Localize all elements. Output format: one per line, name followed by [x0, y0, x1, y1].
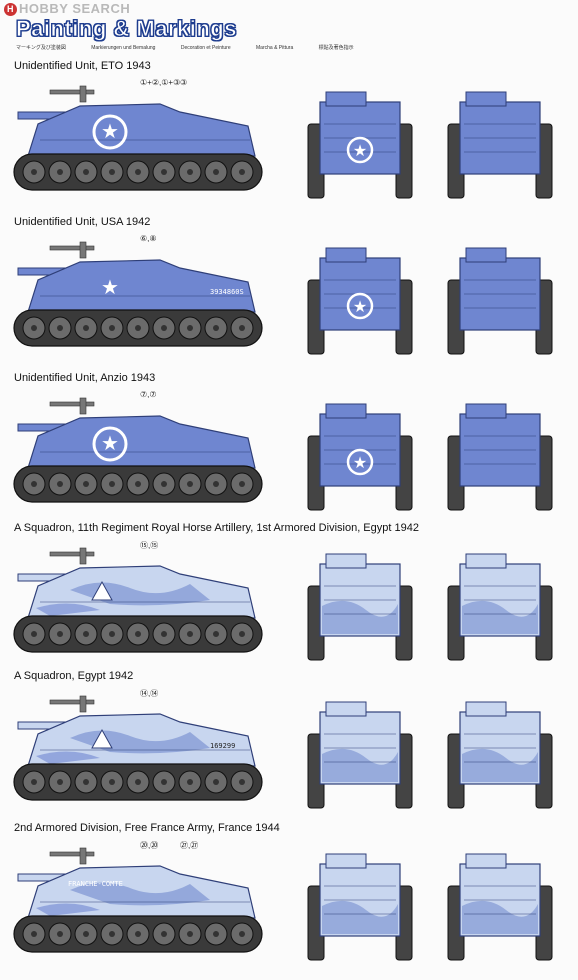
- unit-title-5: A Squadron, Egypt 1942: [14, 670, 134, 682]
- front-view-drawing: [307, 701, 413, 809]
- side-view-6: ⑳,⑳ ㉗,㉗ FRANCHE-COMTE: [10, 838, 272, 968]
- svg-text:★: ★: [101, 275, 119, 299]
- vehicle-serial: 3934860S: [210, 288, 244, 296]
- svg-text:★: ★: [353, 297, 367, 316]
- front-view-3: ★: [306, 396, 414, 516]
- rear-view-4: [446, 546, 554, 666]
- subtitle-cn: 標貼及著色指示: [318, 45, 354, 51]
- marking-callout: ⑭,⑭: [140, 689, 159, 698]
- front-view-drawing: [307, 853, 413, 961]
- rear-view-drawing: [447, 91, 553, 199]
- front-view-6: [306, 846, 414, 966]
- rear-view-drawing: [447, 403, 553, 511]
- marking-callout: ⑮,⑮: [140, 541, 159, 550]
- side-view-4: ⑮,⑮: [10, 538, 272, 668]
- subtitle-it: Marcha & Pittura: [256, 45, 294, 51]
- subtitle-jp: マーキング及び塗装図: [16, 45, 66, 51]
- unit-title-6: 2nd Armored Division, Free France Army, …: [14, 822, 280, 834]
- rear-view-drawing: [447, 701, 553, 809]
- front-view-drawing: ★: [307, 403, 413, 511]
- side-view-drawing: [13, 547, 263, 653]
- front-view-4: [306, 546, 414, 666]
- vehicle-serial: 169299: [210, 742, 236, 750]
- side-view-drawing: ★: [13, 241, 263, 347]
- front-view-1: ★: [306, 84, 414, 204]
- watermark-text: HOBBY SEARCH: [19, 1, 131, 16]
- marking-callout: ㉗,㉗: [180, 841, 199, 850]
- unit-title-3: Unidentified Unit, Anzio 1943: [14, 372, 156, 384]
- rear-view-2: [446, 240, 554, 360]
- side-view-drawing: ★: [13, 397, 263, 503]
- marking-callout: ①+②,①+③: [140, 78, 181, 87]
- svg-text:★: ★: [353, 453, 367, 472]
- page-title: Painting & Markings: [16, 16, 237, 42]
- marking-callout: ⑳,⑳: [140, 841, 159, 850]
- front-view-drawing: [307, 553, 413, 661]
- subtitle-fr: Decoration et Peinture: [180, 45, 231, 51]
- front-view-drawing: ★: [307, 247, 413, 355]
- front-view-drawing: ★: [307, 91, 413, 199]
- svg-text:★: ★: [101, 119, 119, 143]
- marking-callout: ⑦,⑦: [140, 390, 157, 399]
- marking-callout: ③: [180, 78, 188, 87]
- front-view-2: ★: [306, 240, 414, 360]
- hobby-search-logo-icon: H: [4, 3, 17, 16]
- side-view-5: ⑭,⑭ 169299: [10, 686, 272, 816]
- subtitle-de: Markierungen und Bemalung: [91, 45, 156, 51]
- unit-title-1: Unidentified Unit, ETO 1943: [14, 60, 151, 72]
- side-view-drawing: ★: [13, 85, 263, 191]
- vehicle-serial: FRANCHE-COMTE: [68, 880, 123, 888]
- rear-view-6: [446, 846, 554, 966]
- svg-text:★: ★: [353, 141, 367, 160]
- rear-view-drawing: [447, 247, 553, 355]
- unit-title-2: Unidentified Unit, USA 1942: [14, 216, 151, 228]
- side-view-3: ★ ⑦,⑦: [10, 388, 272, 518]
- front-view-5: [306, 694, 414, 814]
- rear-view-drawing: [447, 553, 553, 661]
- subtitle-row: マーキング及び塗装図 Markierungen und Bemalung Dec…: [16, 44, 378, 51]
- side-view-drawing: [13, 847, 263, 953]
- rear-view-drawing: [447, 853, 553, 961]
- side-view-2: ★ ⑥,⑧ 3934860S: [10, 232, 272, 362]
- rear-view-5: [446, 694, 554, 814]
- rear-view-1: [446, 84, 554, 204]
- marking-callout: ⑥,⑧: [140, 234, 157, 243]
- svg-text:★: ★: [101, 431, 119, 455]
- side-view-drawing: [13, 695, 263, 801]
- unit-title-4: A Squadron, 11th Regiment Royal Horse Ar…: [14, 522, 419, 534]
- rear-view-3: [446, 396, 554, 516]
